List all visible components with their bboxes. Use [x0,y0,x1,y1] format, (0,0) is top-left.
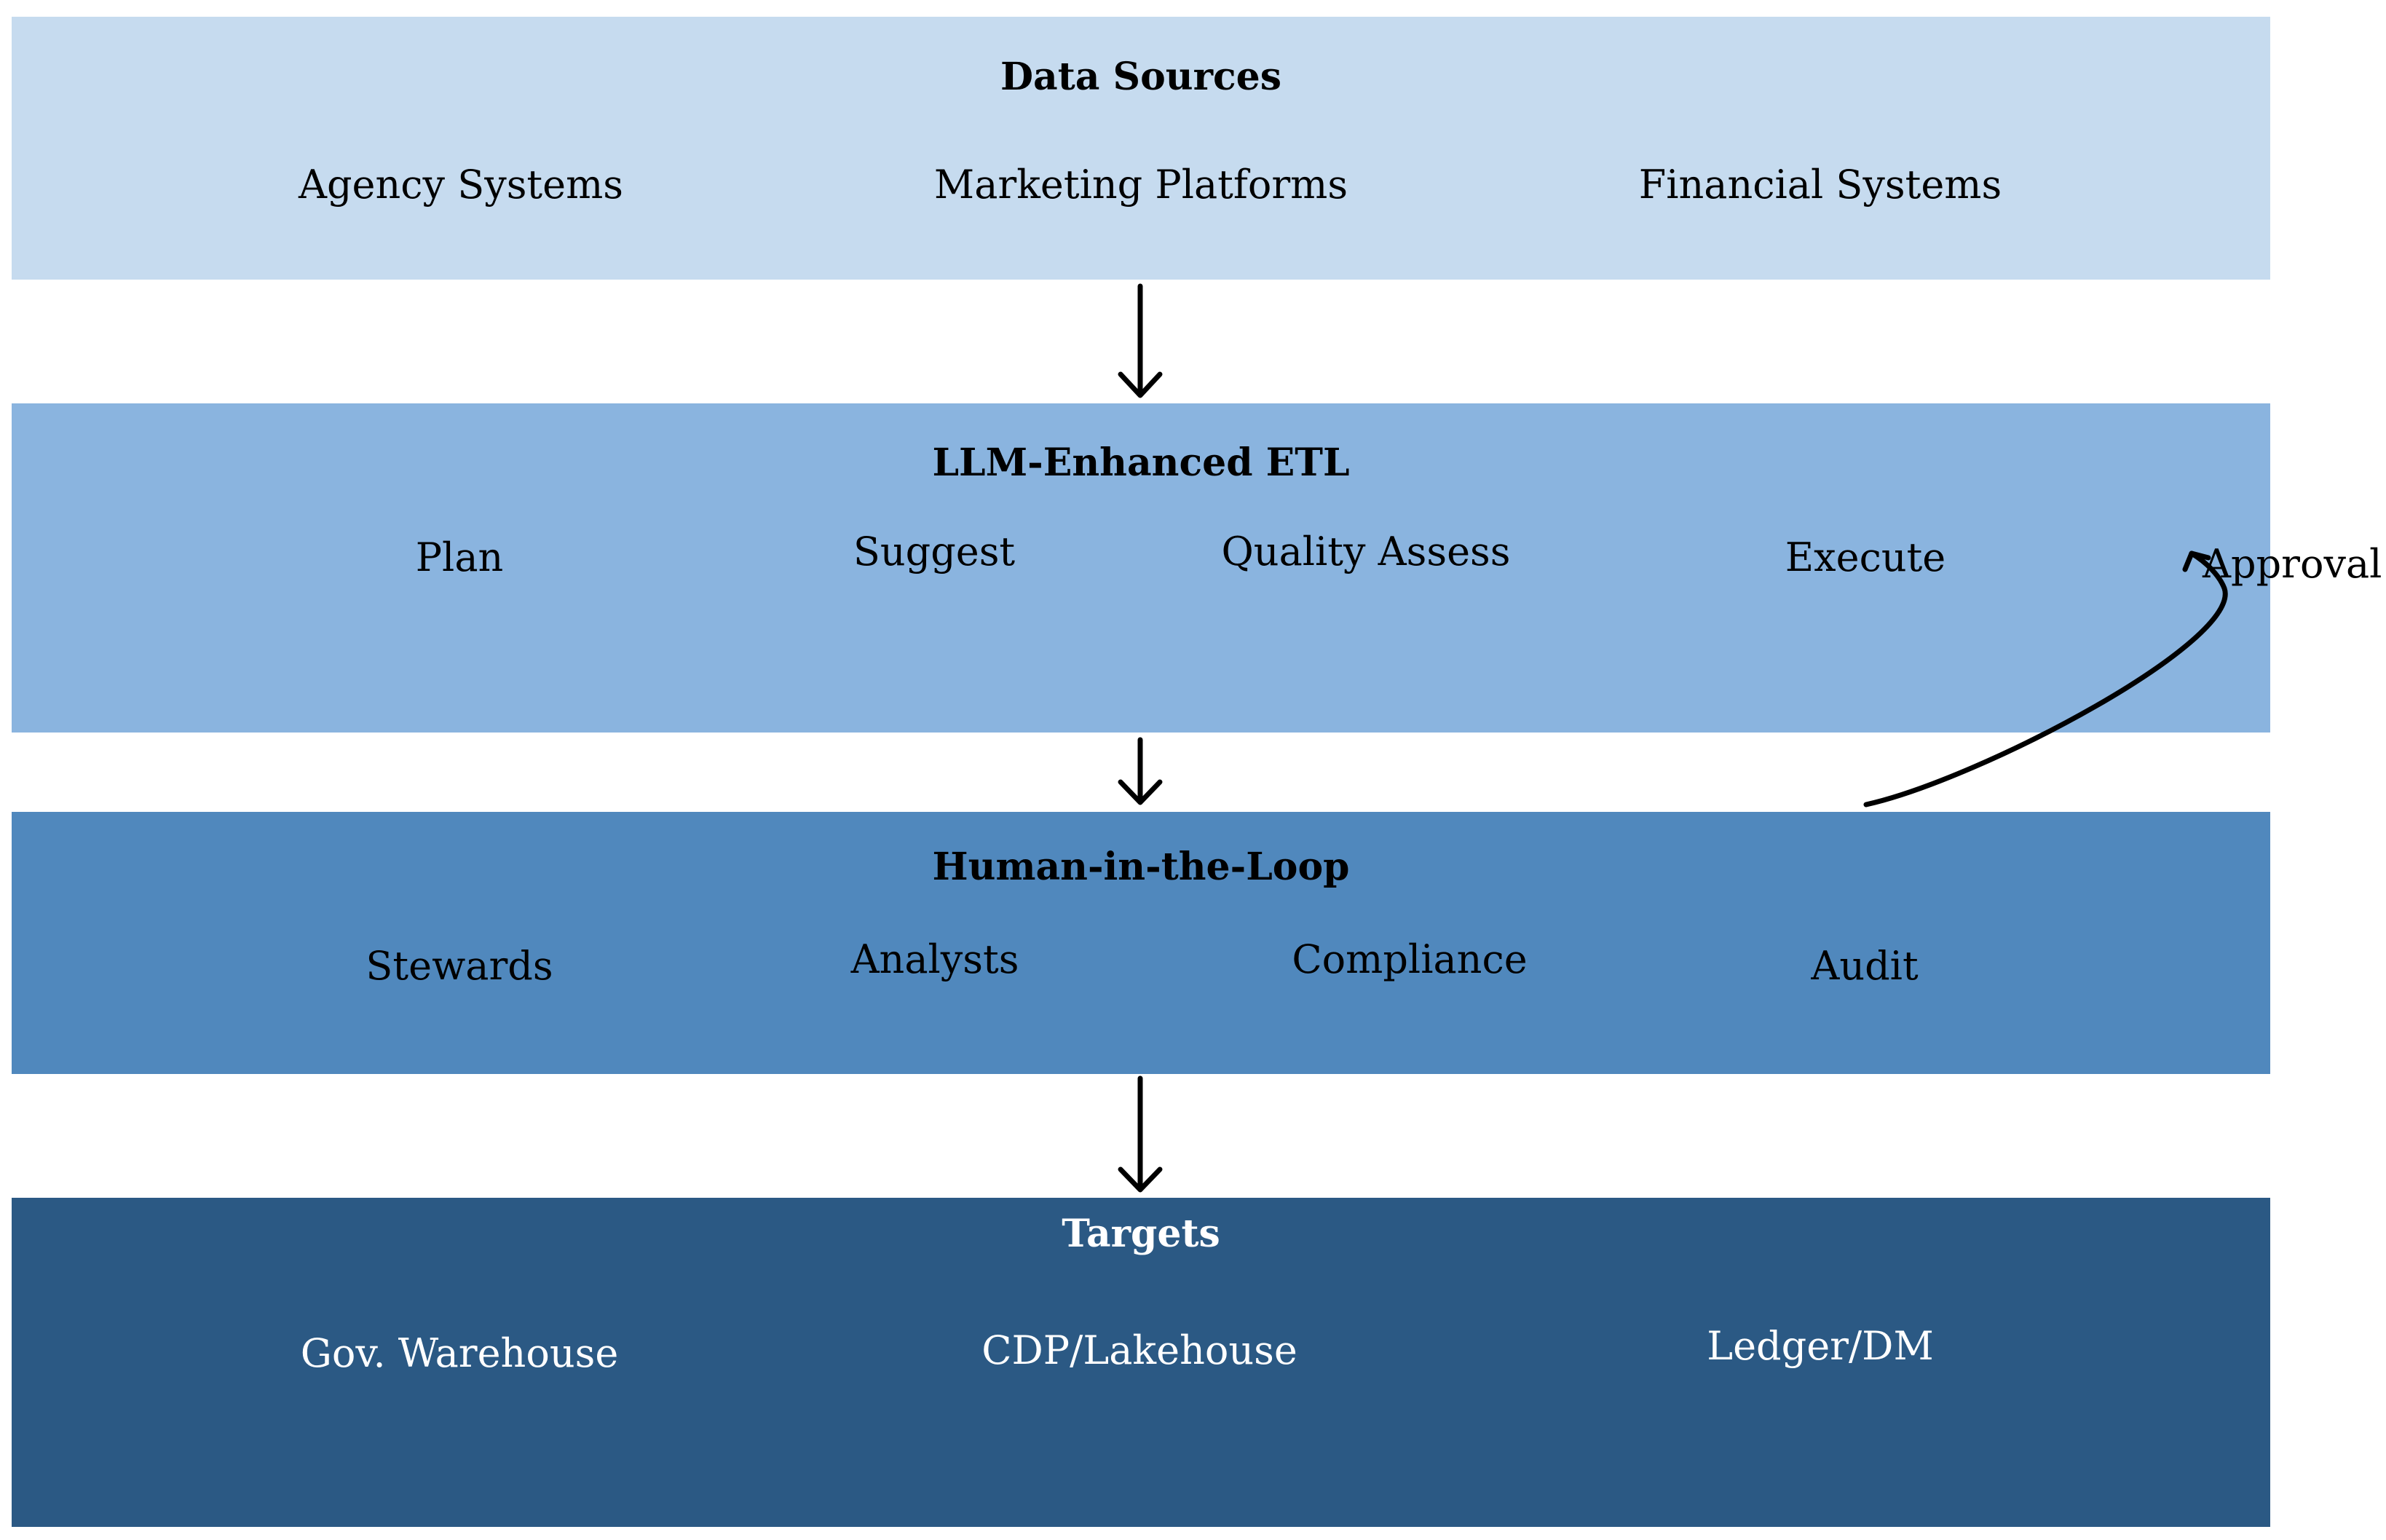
layer-human-in-the-loop: Human-in-the-Loop Stewards Analysts Comp… [12,812,2270,1074]
node-plan: Plan [415,534,504,580]
node-stewards: Stewards [366,943,553,989]
node-financial-systems: Financial Systems [1638,162,2002,208]
layer-title-human-in-the-loop: Human-in-the-Loop [932,845,1350,889]
layer-title-llm-enhanced-etl: LLM-Enhanced ETL [932,441,1350,485]
node-marketing-platforms: Marketing Platforms [933,162,1348,208]
node-execute: Execute [1785,534,1946,580]
node-audit: Audit [1811,943,1919,989]
node-quality-assess: Quality Assess [1221,529,1511,574]
arrow-etl-to-hitl [1118,737,1163,805]
approval-feedback-label: Approval [2203,541,2382,587]
node-gov-warehouse: Gov. Warehouse [300,1330,619,1376]
layer-llm-enhanced-etl: LLM-Enhanced ETL Plan Suggest Quality As… [12,403,2270,733]
node-analysts: Analysts [850,936,1019,982]
layer-data-sources: Data Sources Agency Systems Marketing Pl… [12,17,2270,280]
node-compliance: Compliance [1292,936,1528,982]
node-suggest: Suggest [853,529,1016,574]
layer-title-data-sources: Data Sources [1000,55,1282,99]
layer-title-targets: Targets [1062,1212,1220,1256]
node-cdp-lakehouse: CDP/Lakehouse [981,1327,1297,1373]
arrow-hitl-to-targets [1118,1075,1163,1193]
node-agency-systems: Agency Systems [298,162,624,208]
arrow-sources-to-etl [1118,283,1163,398]
node-ledger-dm: Ledger/DM [1707,1323,1934,1369]
layer-targets: Targets Gov. Warehouse CDP/Lakehouse Led… [12,1198,2270,1527]
